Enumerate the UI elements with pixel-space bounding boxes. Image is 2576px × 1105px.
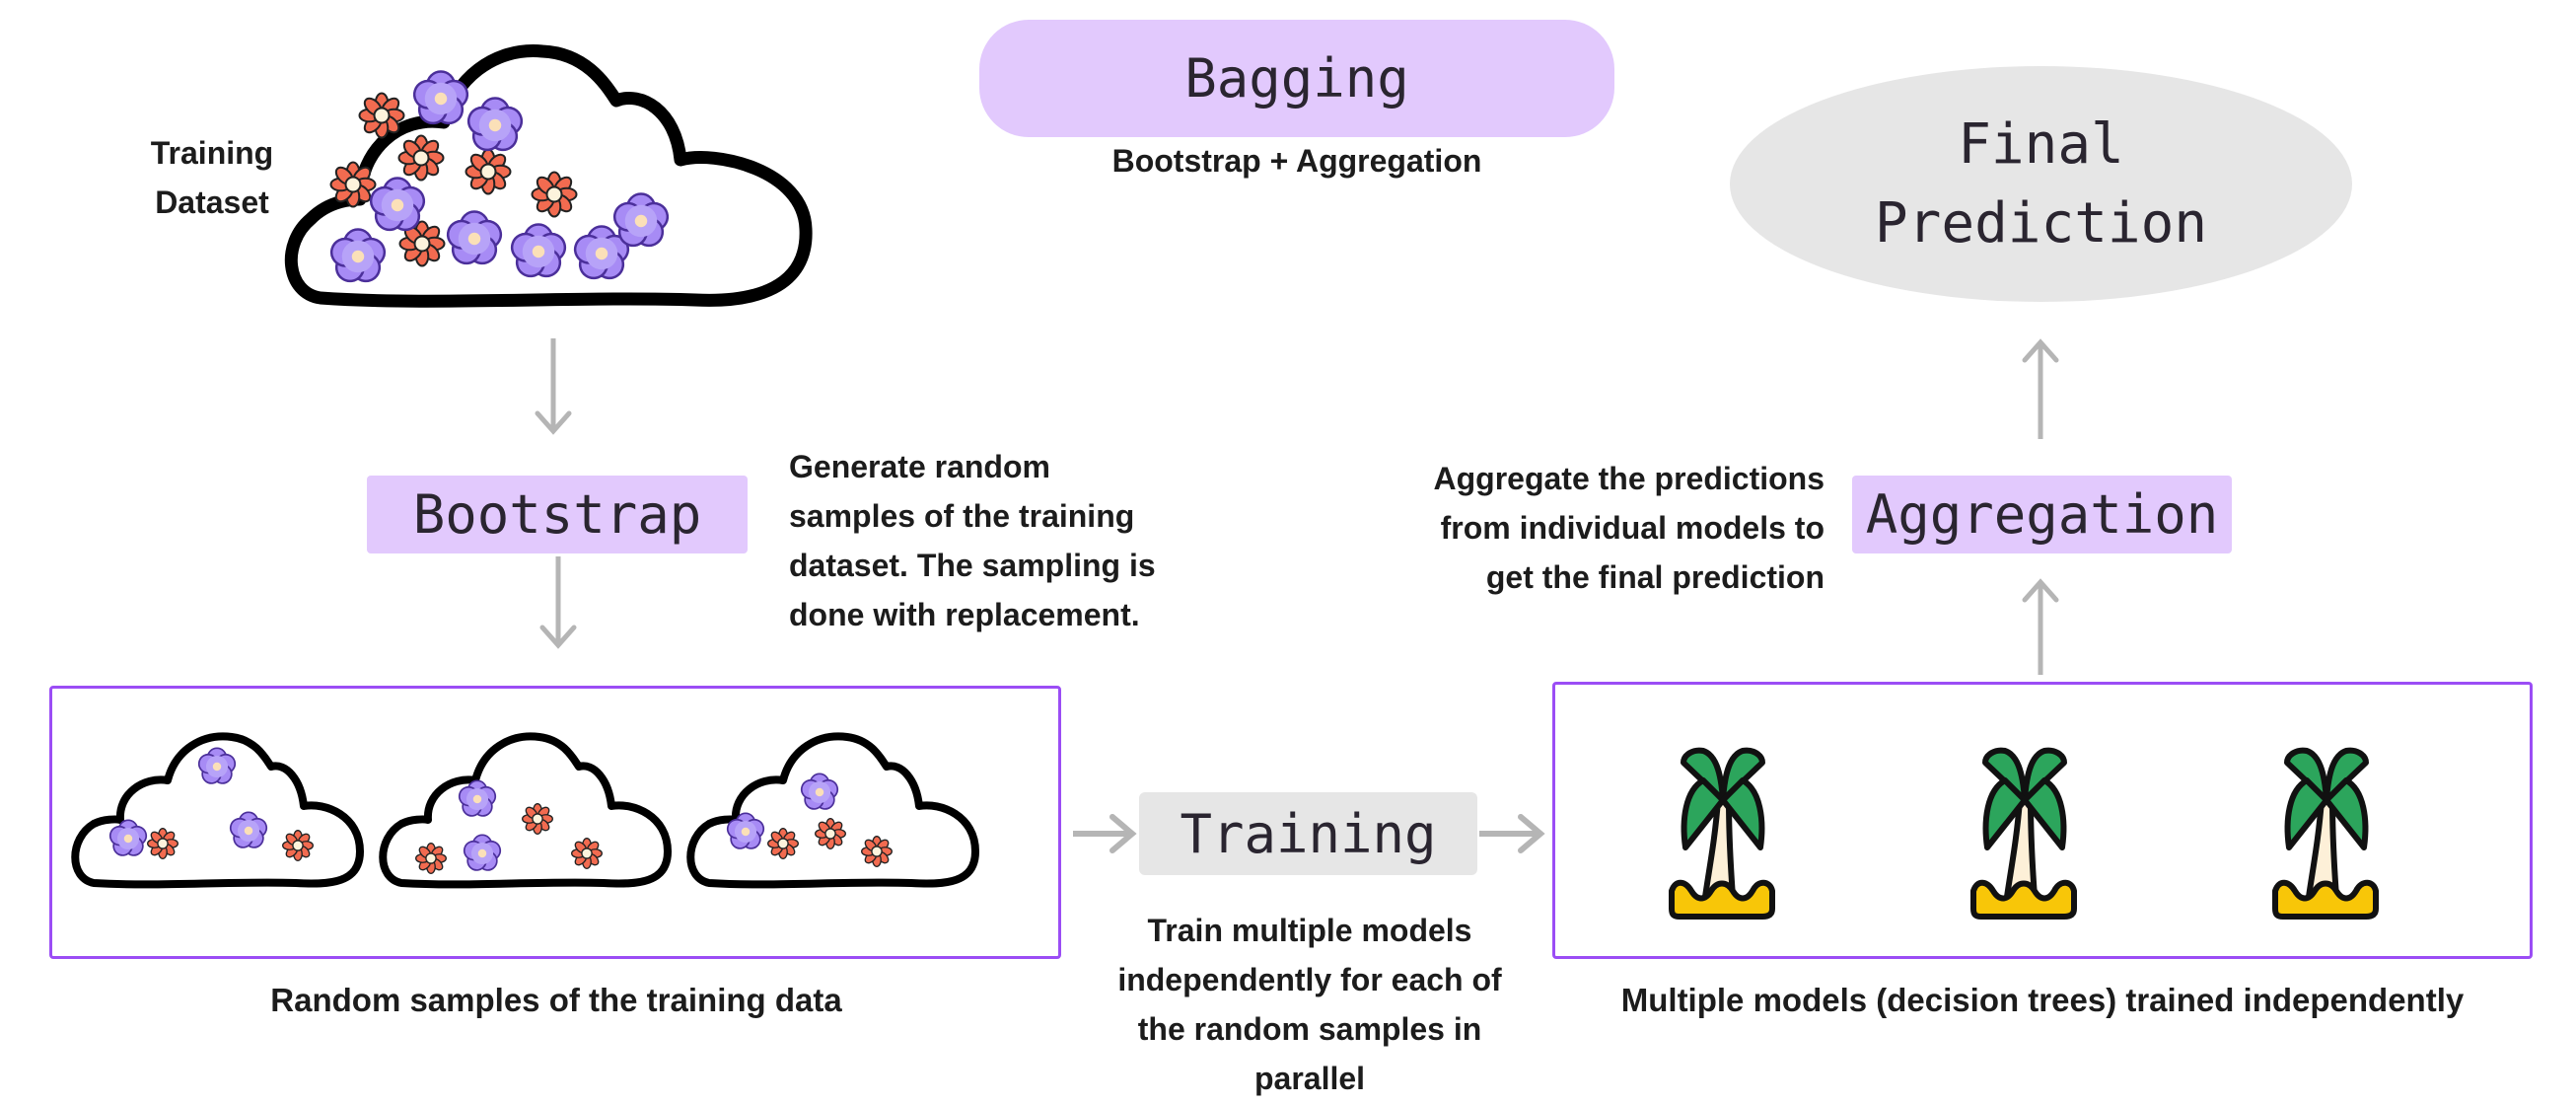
purple-flower-icon [510, 223, 567, 278]
red-flower-icon [329, 161, 377, 208]
aggregation-label: Aggregation [1865, 483, 2219, 546]
bootstrap-description-line: Generate random [789, 449, 1050, 484]
bootstrap-description-line: done with replacement. [789, 597, 1140, 632]
bagging-title: Bagging [979, 20, 1614, 137]
trained-models-panel [1552, 682, 2533, 959]
arrow-down-icon [535, 338, 572, 435]
training-label: Training [1180, 802, 1437, 865]
training-description-line: independently for each of [1117, 962, 1502, 997]
bootstrap-description-line: dataset. The sampling is [789, 548, 1156, 583]
purple-flower-icon [412, 70, 469, 125]
aggregation-description: Aggregate the predictions from individua… [1361, 454, 1825, 602]
purple-flower-icon [197, 747, 237, 784]
training-description-line: Train multiple models [1147, 913, 1472, 948]
final-prediction-line: Prediction [1874, 190, 2208, 256]
palm-tree-icon [1669, 747, 1775, 920]
training-dataset-label-line: Dataset [155, 184, 269, 220]
red-flower-icon [358, 92, 405, 139]
red-flower-icon [815, 818, 846, 849]
training-description: Train multiple models independently for … [1085, 906, 1535, 1103]
red-flower-icon [147, 828, 179, 859]
arrow-up-icon [2022, 338, 2059, 439]
final-prediction-node: Final Prediction [1730, 66, 2352, 302]
purple-flower-icon [458, 779, 497, 817]
sample-cloud [379, 732, 672, 889]
training-dataset-label-line: Training [150, 135, 274, 171]
red-flower-icon [282, 830, 314, 861]
decision-trees [1669, 747, 2379, 920]
cloud-outline [686, 732, 979, 889]
arrow-right-icon [1479, 814, 1545, 853]
bootstrap-description: Generate random samples of the training … [789, 442, 1203, 639]
bagging-subtitle: Bootstrap + Aggregation [1111, 143, 1482, 179]
purple-flower-icon [108, 819, 148, 856]
training-description-line: parallel [1253, 1061, 1366, 1096]
aggregation-description-line: Aggregate the predictions [1433, 461, 1825, 496]
final-prediction-line: Final [1958, 111, 2124, 177]
training-dataset-cloud [284, 44, 813, 308]
red-flower-icon [398, 220, 446, 267]
purple-flower-icon [573, 225, 630, 280]
palm-tree-icon [2272, 747, 2379, 920]
bagging-title-text: Bagging [1184, 47, 1409, 110]
sample-cloud [71, 732, 364, 889]
sample-cloud [686, 732, 979, 889]
training-description-line: the random samples in [1137, 1011, 1482, 1047]
aggregation-description-line: get the final prediction [1485, 559, 1825, 595]
red-flower-icon [531, 171, 578, 218]
aggregation-node: Aggregation [1852, 476, 2232, 553]
arrow-up-icon [2022, 578, 2059, 675]
red-flower-icon [415, 843, 447, 874]
random-samples-panel [49, 686, 1061, 959]
purple-flower-icon [463, 834, 502, 871]
sample-clouds [71, 732, 979, 889]
purple-flower-icon [446, 210, 503, 265]
purple-flower-icon [466, 97, 524, 152]
red-flower-icon [522, 803, 553, 835]
purple-flower-icon [800, 773, 839, 810]
trained-models-caption: Multiple models (decision trees) trained… [1620, 982, 2465, 1018]
red-flower-icon [571, 838, 603, 869]
purple-flower-icon [612, 192, 670, 248]
red-flower-icon [861, 836, 893, 867]
bootstrap-description-line: samples of the training [789, 498, 1135, 534]
red-flower-icon [397, 134, 445, 182]
random-samples-caption: Random samples of the training data [270, 982, 842, 1018]
arrow-right-icon [1073, 814, 1137, 853]
purple-flower-icon [329, 228, 387, 283]
palm-tree-icon [1970, 747, 2077, 920]
bootstrap-label: Bootstrap [412, 483, 702, 546]
red-flower-icon [767, 828, 799, 859]
purple-flower-icon [726, 812, 765, 849]
training-dataset-label: Training Dataset [128, 128, 296, 227]
purple-flower-icon [229, 811, 268, 848]
red-flower-icon [465, 148, 512, 195]
bootstrap-node: Bootstrap [367, 476, 748, 553]
aggregation-description-line: from individual models to [1440, 510, 1825, 546]
arrow-down-icon [539, 556, 577, 649]
purple-flower-icon [369, 177, 426, 232]
training-node: Training [1139, 792, 1477, 875]
